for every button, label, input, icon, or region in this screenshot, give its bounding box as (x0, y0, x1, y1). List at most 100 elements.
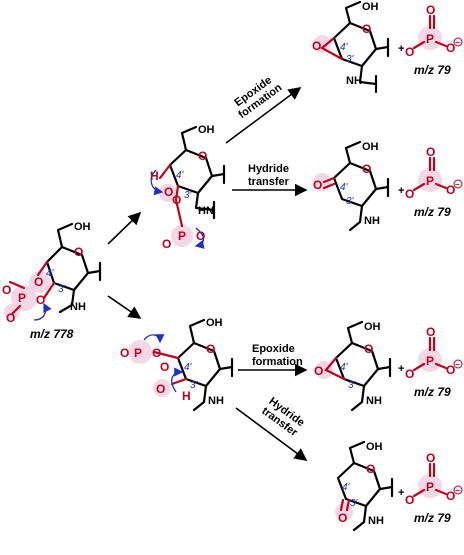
meta1-o-left: O (405, 45, 414, 59)
meta2-o-top: O (426, 145, 435, 159)
glycosidic-bond-upper (210, 164, 226, 185)
meta3-p: P (426, 354, 434, 368)
atom-ring-o: O (74, 245, 83, 259)
atom-o-minus: O (6, 311, 15, 325)
atom-oh-lower: OH (206, 317, 223, 329)
atom-ring-o-p4: O (366, 462, 375, 476)
atom-nh-p4: NH (368, 515, 384, 527)
atom-nh: NH (70, 301, 86, 313)
atom-o-double: O (2, 283, 11, 297)
meta1-charge: − (455, 38, 460, 47)
nh-bond (58, 288, 76, 314)
glycosidic-product-3 (376, 357, 392, 378)
highlight-p (11, 285, 37, 311)
caption-upper-hydride-line2: transfer (248, 176, 290, 188)
upper-intermediate: OH O H O O P O O 4' 3' HN (150, 124, 226, 251)
product-upper-epoxide: OH O O 4' 3' NH (312, 0, 390, 94)
label-c4: 4' (46, 268, 55, 279)
meta2-charge: − (455, 180, 460, 189)
glycosidic-product-4 (378, 477, 394, 498)
atom-oh-p1: OH (362, 1, 379, 13)
ch2oh-bond-upper (180, 125, 198, 152)
atom-o-bridge-lower: O (160, 360, 169, 374)
atom-oh: OH (74, 221, 91, 233)
meta4-o-left: O (405, 493, 414, 507)
atom-h-upper: H (150, 169, 159, 183)
product-lower-ketone: OH O O 4' 3' NH (335, 440, 394, 532)
atom-o-minus-lower: O (156, 382, 165, 396)
meta2-p: P (426, 174, 434, 188)
arrow-to-upper-path (107, 211, 142, 245)
atom-o-minus-upper: O (164, 185, 173, 199)
label-c4-p1: 4' (340, 42, 349, 53)
label-c4-lower: 4' (184, 362, 193, 373)
glycosidic-product-2 (374, 177, 390, 198)
atom-p-upper: P (178, 229, 186, 243)
label-c3-upper: 3' (184, 190, 193, 201)
label-c3-p4: 3' (350, 498, 359, 509)
caption-lower-epoxide-line2: formation (252, 356, 303, 368)
o-bonds-upper (158, 163, 184, 228)
glycosidic-product-1 (374, 37, 390, 58)
ch2oh-bond-lower (188, 318, 206, 345)
atom-ring-o-p3: O (364, 342, 373, 356)
arrow-upper-epoxide (225, 87, 302, 144)
meta1-mz: m/z 79 (414, 63, 451, 77)
label-c4-p4: 4' (342, 482, 351, 493)
plus-2: + (398, 185, 404, 197)
atom-o-double-upper: O (196, 229, 205, 243)
atom-p-lower: P (134, 346, 142, 360)
atom-ketone-o-p2: O (313, 178, 322, 192)
carbonyl-bond-4 (339, 498, 351, 512)
label-c3-p3: 3' (348, 380, 357, 391)
glycosidic-bond-lower (218, 357, 234, 378)
label-c4-upper: 4' (176, 170, 185, 181)
nh-product-3 (350, 384, 366, 412)
highlight-p-upper (171, 225, 193, 247)
arrow-lower-hydride (235, 407, 308, 461)
p-o-bonds (8, 280, 26, 316)
atom-o-bridge: O (36, 293, 45, 307)
product-lower-epoxide: OH O O 4' 3' NH (314, 320, 392, 412)
ch2oh-product-2 (344, 140, 362, 165)
atom-h-lower: H (182, 389, 191, 403)
meta2-o-right: O (446, 183, 455, 197)
nh-bond-lower (192, 384, 208, 412)
highlight-o-minus-lower (153, 379, 171, 397)
highlight-o-minus-upper (159, 184, 177, 202)
meta2-o-left: O (405, 187, 414, 201)
meta1-p: P (426, 32, 434, 46)
label-c3-lower: 3' (190, 380, 199, 391)
meta3-mz: m/z 79 (414, 385, 451, 399)
label-c3-p1: 3' (346, 54, 355, 65)
meta3-o-top: O (426, 325, 435, 339)
starting-molecule: OH O O P O O O 4' 3' NH m/z 778 (2, 221, 102, 341)
atom-oh-upper: OH (198, 124, 215, 136)
ch2oh-product-4 (348, 440, 366, 465)
atom-o-left-lower: O (120, 346, 129, 360)
start-mz-label: m/z 778 (30, 327, 74, 341)
lower-intermediate: OH O P O O O O H 4' 3' NH (120, 317, 234, 412)
atom-ketone-o-p4: O (338, 511, 347, 525)
arrow-to-lower-path (107, 295, 142, 319)
nh-product-2 (348, 204, 364, 232)
atom-ring-o-p1: O (362, 22, 371, 36)
o-bonds-lower (152, 350, 188, 386)
metaphosphate-1: O P O O − m/z 79 (405, 3, 463, 77)
atom-p: P (18, 291, 26, 305)
caption-lower-hydride: Hydride transfer (259, 395, 306, 439)
meta3-o-right: O (446, 363, 455, 377)
atom-o-minus2-upper: O (162, 237, 171, 251)
meta3-charge: − (455, 360, 460, 369)
label-c4-p2: 4' (340, 182, 349, 193)
ch2oh-product-1 (344, 0, 362, 25)
atom-oh-p3: OH (364, 321, 381, 333)
curly-arrow-upper-2 (194, 227, 205, 249)
plus-4: + (398, 487, 404, 499)
epoxide-bonds-1 (320, 36, 344, 61)
caption-upper-hydride-line1: Hydride (248, 163, 289, 175)
plus-1: + (398, 43, 404, 55)
atom-nh-p2: NH (364, 215, 380, 227)
